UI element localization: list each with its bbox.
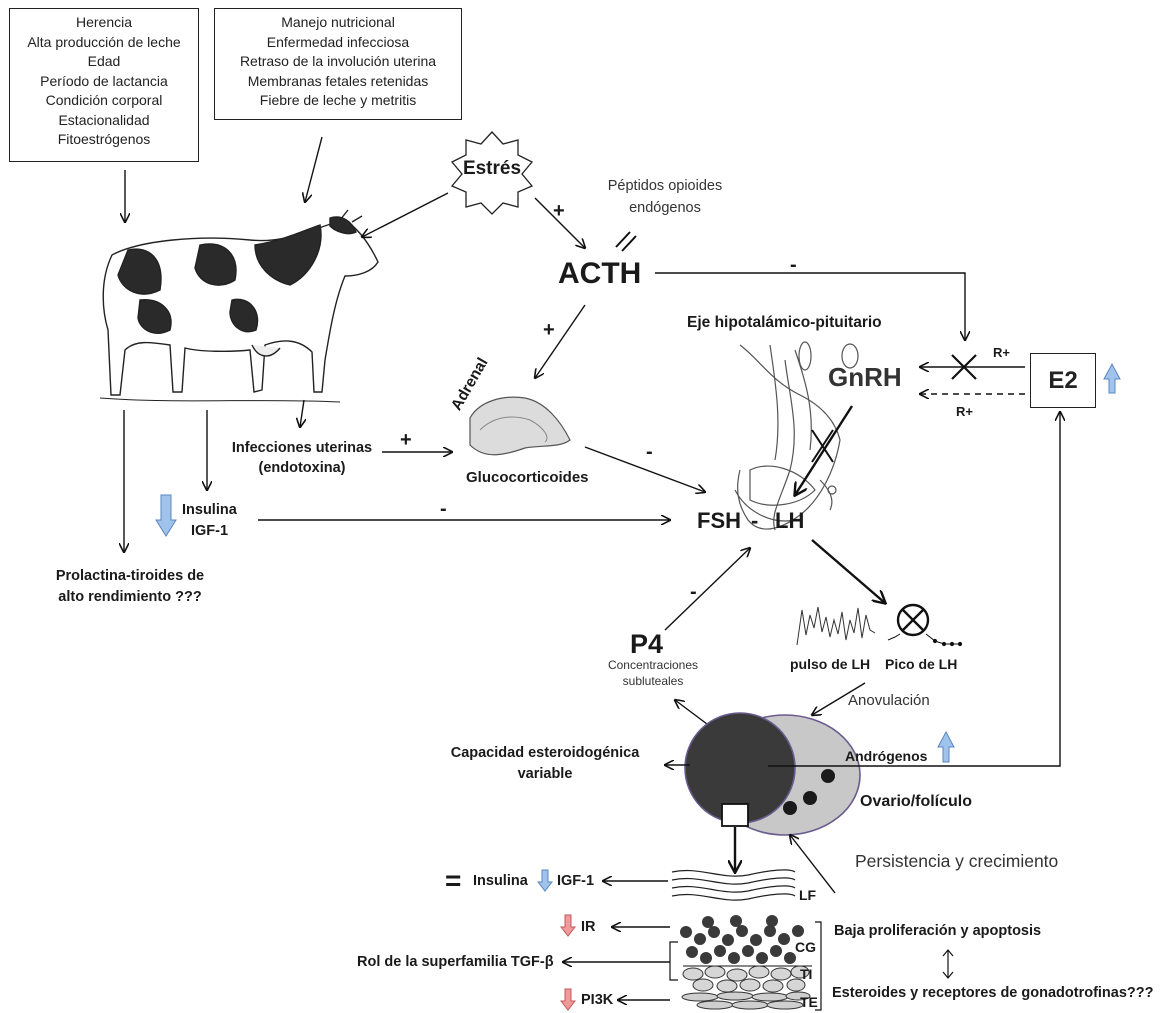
axis-title: Eje hipotalámico-pituitario <box>687 314 882 331</box>
risk-factor-item: Fitoestrógenos <box>57 131 151 147</box>
subluteal-line: Concentraciones <box>607 658 699 672</box>
risk-factor-item: Membranas fetales retenidas <box>247 72 429 89</box>
risk-factor-item: Período de lactancia <box>40 72 168 89</box>
receptor-label: R+ <box>956 404 973 419</box>
risk-factor-item: Manejo nutricional <box>281 14 395 30</box>
lh-label: LH <box>775 508 805 533</box>
cg-label: CG <box>795 939 816 955</box>
risk-factor-item: Edad <box>87 53 121 69</box>
ovary-label: Ovario/folículo <box>860 793 973 810</box>
theca-interna-cells <box>682 965 810 993</box>
lf-label: LF <box>799 887 817 903</box>
risk-factor-item: Estacionalidad <box>58 111 150 128</box>
steroidogenic-line: Capacidad esteroidogénica <box>450 745 640 761</box>
minus-sign: - <box>690 581 697 603</box>
minus-sign: - <box>440 498 447 520</box>
opioids-line: Péptidos opioides <box>607 178 723 194</box>
risk-factors-right-box: Manejo nutricional Enfermedad infecciosa… <box>214 8 462 120</box>
insulin-lf-label: Insulina <box>473 873 528 889</box>
risk-factor-item: Herencia <box>75 14 133 30</box>
tgf-label: Rol de la superfamilia TGF-β <box>357 954 554 970</box>
minus-sign: - <box>646 441 653 463</box>
lf-fibers <box>671 869 796 901</box>
cow-illustration <box>99 209 379 403</box>
gnrh-label: GnRH <box>828 362 902 392</box>
lh-peak-symbol <box>887 603 963 647</box>
opioids-line: endógenos <box>629 200 701 217</box>
igf1-down-arrow <box>536 869 554 892</box>
adrenal-gland <box>469 396 571 456</box>
steroids-receptors-label: Esteroides y receptores de gonadotrofina… <box>832 985 1154 1001</box>
lh-pulse-trace <box>796 606 876 646</box>
ovary-follicle-graphic <box>684 712 861 836</box>
ir-down-arrow <box>559 914 577 937</box>
igf1-label: IGF-1 <box>191 523 229 539</box>
uterine-infections-line: Infecciones uterinas <box>231 440 373 456</box>
risk-factor-item: Retraso de la involución uterina <box>239 53 437 69</box>
fsh-label: FSH <box>697 508 741 533</box>
insulin-down-arrow <box>155 494 177 537</box>
lh-peak-label: Pico de LH <box>885 656 958 672</box>
pi3k-label: PI3K <box>581 992 614 1008</box>
androgens-up-arrow <box>937 730 955 763</box>
stress-label: Estrés <box>462 158 522 179</box>
uterine-infections-label: Infecciones uterinas (endotoxina) <box>222 440 382 478</box>
receptor-label: R+ <box>993 345 1010 360</box>
prolactin-label: Prolactina-tiroides de alto rendimiento … <box>30 568 230 607</box>
subluteal-line: subluteales <box>622 674 684 689</box>
low-proliferation-label: Baja proliferación y apoptosis <box>834 923 1042 939</box>
steroidogenic-line: variable <box>517 766 573 783</box>
minus-sign: - <box>790 254 797 276</box>
risk-factor-item: Fiebre de leche y metritis <box>259 92 417 108</box>
plus-sign: + <box>400 429 412 451</box>
prolactin-line: Prolactina-tiroides de <box>55 568 205 584</box>
equal-sign: = <box>445 865 462 896</box>
plus-sign: + <box>553 200 565 222</box>
plus-sign: + <box>543 319 555 341</box>
persistence-label: Persistencia y crecimiento <box>855 851 1059 871</box>
risk-factors-left-box: Herencia Alta producción de leche Edad P… <box>9 8 199 162</box>
p4-label: P4 <box>630 629 664 659</box>
pituitary-sketch <box>734 341 859 531</box>
acth-label: ACTH <box>558 257 642 290</box>
granulosa-cells <box>680 915 804 964</box>
theca-externa-cells <box>681 991 811 1010</box>
risk-factor-item: Enfermedad infecciosa <box>266 33 410 50</box>
steroidogenic-label: Capacidad esteroidogénica variable <box>440 745 650 784</box>
te-label: TE <box>800 994 818 1010</box>
risk-factor-item: Condición corporal <box>45 92 163 108</box>
opioids-label: Péptidos opioides endógenos <box>595 178 735 218</box>
ti-label: TI <box>800 966 813 982</box>
e2-box: E2 <box>1030 353 1096 408</box>
prolactin-line: alto rendimiento ??? <box>58 589 202 606</box>
igf1-lf-label: IGF-1 <box>557 873 595 889</box>
pi3k-down-arrow <box>559 988 577 1011</box>
stress-burst <box>450 131 534 215</box>
ir-label: IR <box>581 919 596 935</box>
subluteal-label: Concentraciones subluteales <box>598 658 708 689</box>
risk-factor-item: Alta producción de leche <box>27 33 181 50</box>
lh-pulse-label: pulso de LH <box>790 656 871 672</box>
androgens-label: Andrógenos <box>845 748 928 764</box>
fsh-lh-dash: - <box>751 508 759 533</box>
e2-up-arrow <box>1103 362 1121 394</box>
glucocorticoids-label: Glucocorticoides <box>466 469 589 486</box>
anovulation-label: Anovulación <box>848 692 930 709</box>
insulin-label: Insulina <box>182 502 237 518</box>
uterine-infections-line: (endotoxina) <box>258 460 346 477</box>
